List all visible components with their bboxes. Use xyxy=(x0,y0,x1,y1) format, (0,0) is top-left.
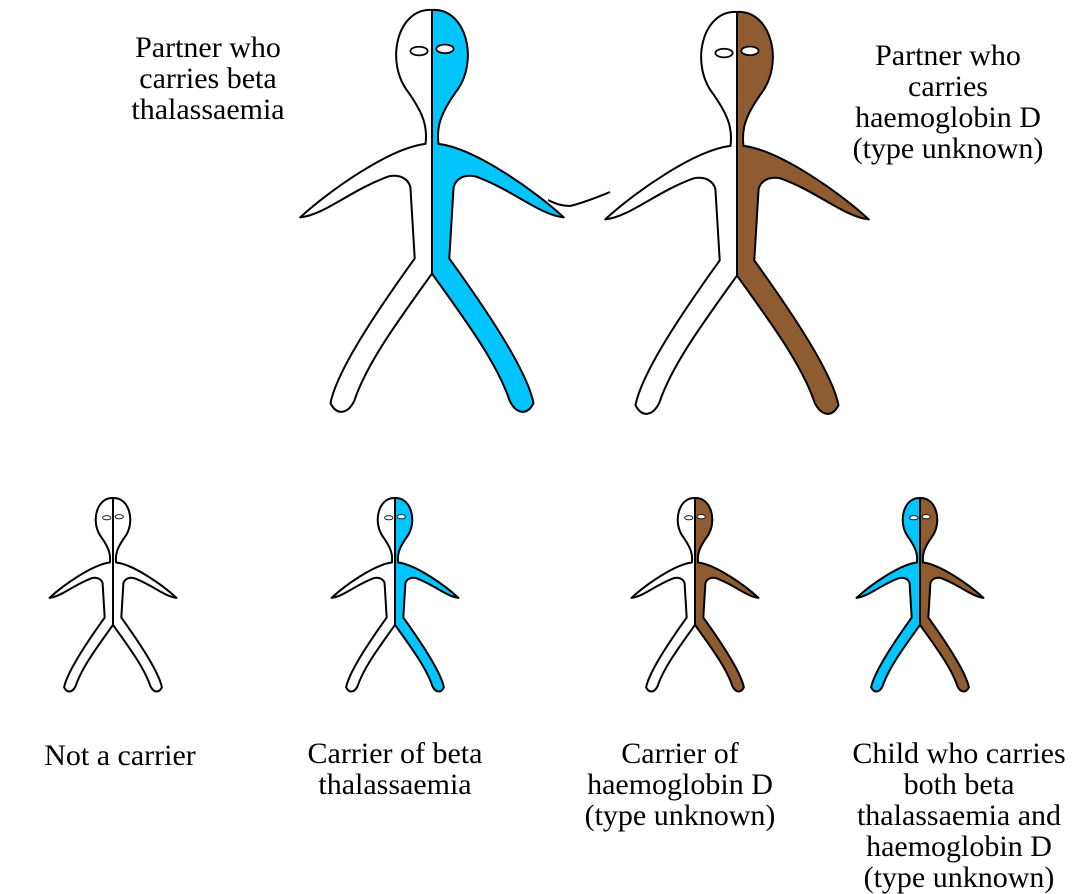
child-hbd-carrier-figure-right-half xyxy=(695,498,758,692)
child-not-carrier-figure-left-half xyxy=(50,498,113,692)
child-both-carrier-figure-left-half xyxy=(857,498,920,692)
child-beta-carrier-caption: Carrier of beta thalassaemia xyxy=(285,738,505,800)
child-both-carrier-figure-right-half xyxy=(920,498,983,692)
parent-beta-figure xyxy=(300,10,564,412)
child-both-carrier-figure xyxy=(857,498,984,692)
parent-hbd-figure-left-half xyxy=(605,12,737,414)
child-hbd-carrier-figure xyxy=(632,498,759,692)
parent-beta-figure-left-half xyxy=(300,10,432,412)
held-hands xyxy=(548,192,610,206)
child-hbd-carrier-caption: Carrier of haemoglobin D (type unknown) xyxy=(560,738,800,831)
child-not-carrier-figure-right-half xyxy=(113,498,176,692)
child-beta-carrier-figure-right-half xyxy=(395,498,458,692)
child-both-carrier-caption: Child who carries both beta thalassaemia… xyxy=(834,738,1084,893)
child-not-carrier-caption: Not a carrier xyxy=(20,740,220,771)
parent-beta-figure-right-half xyxy=(432,10,564,412)
child-beta-carrier-figure xyxy=(332,498,459,692)
child-hbd-carrier-figure-left-half xyxy=(632,498,695,692)
parent-hbd-figure xyxy=(605,12,869,414)
parent-left-caption: Partner who carries beta thalassaemia xyxy=(108,32,308,125)
parent-right-caption: Partner who carries haemoglobin D (type … xyxy=(838,40,1058,164)
child-not-carrier-figure xyxy=(50,498,177,692)
child-beta-carrier-figure-left-half xyxy=(332,498,395,692)
